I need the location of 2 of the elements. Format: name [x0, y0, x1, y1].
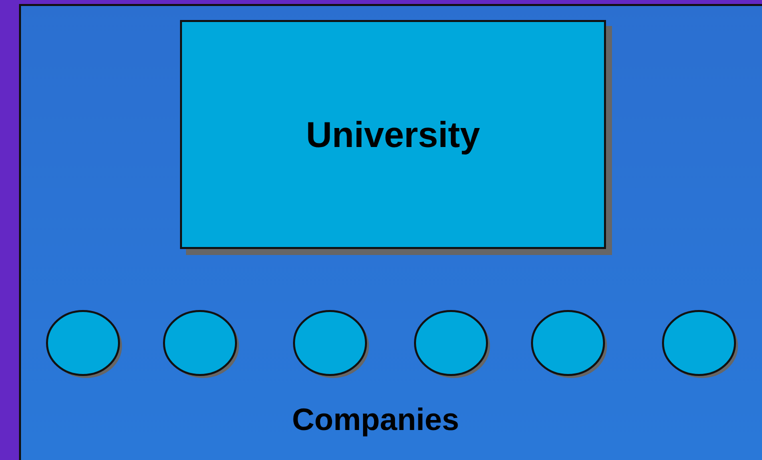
box-label: University	[306, 114, 480, 156]
group-label: Companies	[292, 402, 460, 438]
